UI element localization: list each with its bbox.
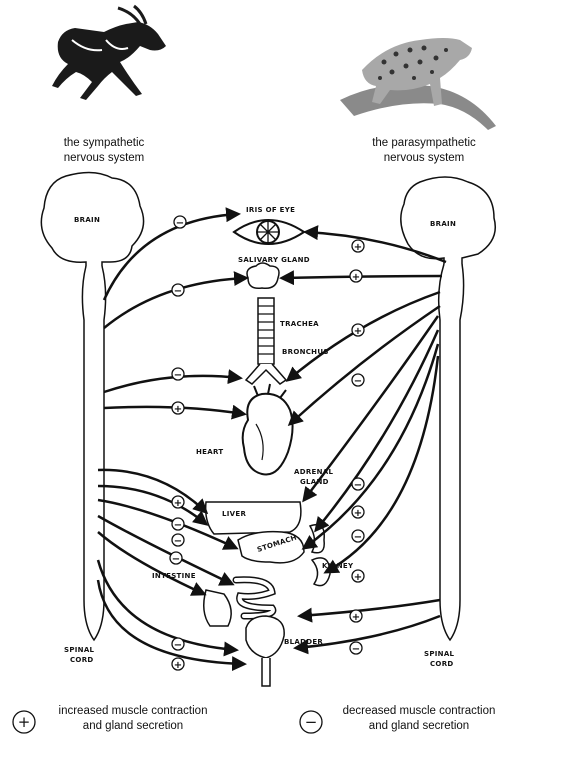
sign-kidney-para: + [351,569,365,583]
label-trachea: TRACHEA [280,320,319,328]
svg-text:+: + [174,660,182,671]
sign-iris-sym: − [173,215,187,229]
trachea-organ [244,297,288,385]
svg-text:−: − [174,286,182,297]
sign-liver-para: + [351,505,365,519]
svg-text:+: + [18,713,31,731]
legend-plus-symbol: + [12,710,36,734]
eye-organ [232,219,306,245]
svg-text:−: − [352,644,360,655]
sympathetic-pathways [96,207,249,672]
leopard-on-branch-illustration [340,38,496,130]
legend-minus-text: decreased muscle contraction and gland s… [324,704,514,734]
caption-parasympathetic-line2: nervous system [383,152,465,164]
parasympathetic-sign-markers: + + + − − + − + + − [349,239,365,655]
svg-text:−: − [354,376,362,387]
sign-iris-para: + [351,239,365,253]
caption-sympathetic: the sympathetic nervous system [4,136,204,166]
svg-text:−: − [172,554,180,565]
svg-text:+: + [352,272,360,283]
salivary-gland-organ [246,262,280,290]
left-brain: BRAIN [40,171,145,269]
caption-sympathetic-line2: nervous system [63,152,145,164]
heart-organ [241,383,294,476]
svg-text:+: + [354,572,362,583]
legend-plus-line2: and gland secretion [82,720,184,732]
label-adrenal-gland-2: GLAND [300,478,329,486]
sign-adrenal-para: − [351,477,365,491]
label-intestine: INTESTINE [152,572,196,580]
sign-salivary-para: + [349,269,363,283]
svg-text:−: − [174,640,182,651]
caption-parasympathetic: the parasympathetic nervous system [324,136,524,166]
left-brain-label: BRAIN [74,216,100,224]
legend-minus-symbol: − [299,710,323,734]
svg-text:−: − [354,480,362,491]
label-liver: LIVER [222,510,246,518]
right-brain: BRAIN [400,176,496,267]
intestine-organ [203,576,277,627]
label-iris-of-eye: IRIS OF EYE [246,206,295,214]
sign-intestine-sym: − [169,551,183,565]
sign-heart-para: − [351,373,365,387]
svg-text:−: − [174,520,182,531]
caption-parasympathetic-line1: the parasympathetic [372,137,476,149]
svg-text:−: − [354,532,362,543]
legend-plus-text: increased muscle contraction and gland s… [38,704,228,734]
right-brain-label: BRAIN [430,220,456,228]
svg-text:−: − [176,218,184,229]
svg-text:+: + [352,612,360,623]
liver-organ [204,501,302,535]
sign-intestine-para: + [349,609,363,623]
right-spinal-cord [437,263,465,642]
kidney-organ [308,523,331,587]
label-salivary-gland: SALIVARY GLAND [238,256,310,264]
right-spinal-label-1: SPINAL [424,650,455,658]
sign-bronchus-sym: − [171,367,185,381]
label-heart: HEART [196,448,223,456]
parasympathetic-pathways [279,225,447,655]
legend-plus-line1: increased muscle contraction [58,705,208,717]
sympathetic-sign-markers: − − − + + − − − − + [169,215,187,671]
legend-minus-line2: and gland secretion [368,720,470,732]
sign-kidney-sym: − [171,533,185,547]
left-spinal-label-1: SPINAL [64,646,95,654]
caption-sympathetic-line1: the sympathetic [63,137,145,149]
sign-heart-sym: + [171,401,185,415]
bladder-organ [245,615,285,687]
svg-text:+: + [174,404,182,415]
svg-text:−: − [174,370,182,381]
svg-text:−: − [174,536,182,547]
antelope-illustration [52,4,166,100]
svg-text:−: − [305,713,318,731]
sign-bladder-sym-1: − [171,637,185,651]
left-spinal-cord [81,265,107,642]
sign-stomach-para: − [351,529,365,543]
right-spinal-label-2: CORD [430,660,454,668]
sign-salivary-sym: − [171,283,185,297]
sign-bladder-sym-2: + [171,657,185,671]
sign-bronchus-para: + [351,323,365,337]
svg-text:+: + [354,326,362,337]
svg-text:+: + [354,242,362,253]
left-spinal-label-2: CORD [70,656,94,664]
label-bronchus: BRONCHUS [282,348,329,356]
sign-bladder-para: − [349,641,363,655]
svg-text:+: + [174,498,182,509]
sign-stomach-sym: − [171,517,185,531]
stomach-organ [237,530,305,564]
label-adrenal-gland-1: ADRENAL [294,468,333,476]
sign-liver-sym: + [171,495,185,509]
svg-text:+: + [354,508,362,519]
legend-minus-line1: decreased muscle contraction [342,705,496,717]
